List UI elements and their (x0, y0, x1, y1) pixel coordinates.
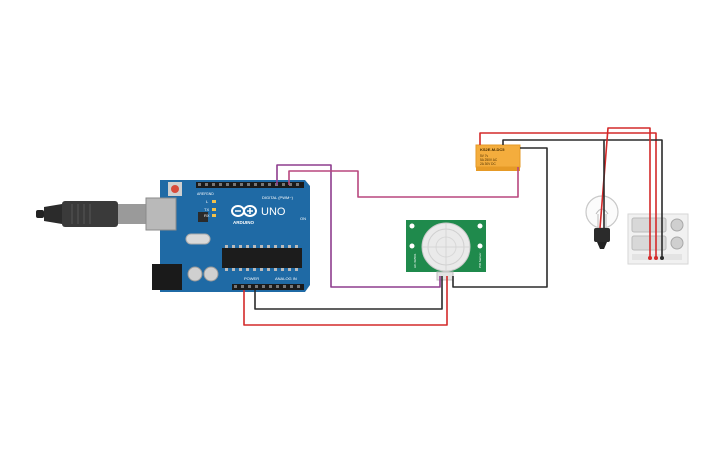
board-maker: ARDUINO (233, 220, 254, 225)
on-label: ON (300, 216, 306, 221)
wire-magenta-relay[interactable] (288, 167, 519, 198)
wire-black-relay-outlet[interactable] (502, 139, 663, 258)
led-l (212, 200, 216, 203)
power-jack (152, 264, 182, 290)
pir-side-label-right: PIR Sensor (478, 253, 482, 268)
l-label: L (206, 199, 209, 204)
arduino-uno-board[interactable]: UNO ARDUINO DIGITAL (PWM~) POWER ANALOG … (145, 180, 310, 292)
capacitor (203, 266, 219, 282)
arduino-logo-icon (231, 205, 257, 217)
usb-port (145, 197, 177, 231)
wire-black-gnd[interactable] (254, 276, 443, 310)
power-analog-header (232, 284, 304, 290)
capacitor (187, 266, 203, 282)
mount-hole (409, 223, 415, 229)
aref-label: AREF (197, 192, 206, 196)
digital-label: DIGITAL (PWM~) (262, 195, 294, 200)
board-brand: UNO (261, 206, 286, 218)
wire-black-relay[interactable] (452, 147, 548, 288)
wire-red-vcc[interactable] (243, 276, 448, 326)
analog-label: ANALOG IN (275, 276, 297, 281)
pir-side-label-left: HC-SR501 (413, 253, 417, 268)
led-tx (212, 208, 216, 211)
relay-spec-line-3: 2A 30V DC (480, 162, 496, 166)
gnd-label: GND (206, 192, 214, 196)
outlet-socket (670, 218, 684, 232)
mount-hole (409, 243, 415, 249)
rx-label: RX (204, 213, 210, 218)
mount-hole (477, 223, 483, 229)
crystal (185, 233, 211, 245)
outlet-socket (670, 236, 684, 250)
relay-spec-line-2: 5A 250V AC (480, 158, 498, 162)
outlet-switch[interactable] (631, 217, 667, 233)
mount-hole (477, 243, 483, 249)
power-label: POWER (244, 276, 259, 281)
power-outlet[interactable] (627, 213, 689, 265)
pir-motion-sensor[interactable]: HC-SR501 PIR Sensor (406, 220, 486, 281)
relay-module[interactable]: KS2E-M-DC5 5V 7v 5A 250V AC 2A 30V DC (475, 144, 521, 171)
atmega-chip (222, 248, 302, 268)
relay-spec-line-1: 5V 7v (480, 154, 489, 158)
wire-purple-signal[interactable] (276, 164, 441, 288)
relay-part-number: KS2E-M-DC5 (480, 147, 505, 152)
led-rx (212, 214, 216, 217)
outlet-switch[interactable] (631, 235, 667, 251)
bulb-base (594, 228, 610, 242)
wires (243, 127, 664, 326)
usb-chip (198, 212, 208, 222)
wire-red-relay-outlet[interactable] (479, 132, 657, 258)
tx-label: TX (204, 207, 209, 212)
